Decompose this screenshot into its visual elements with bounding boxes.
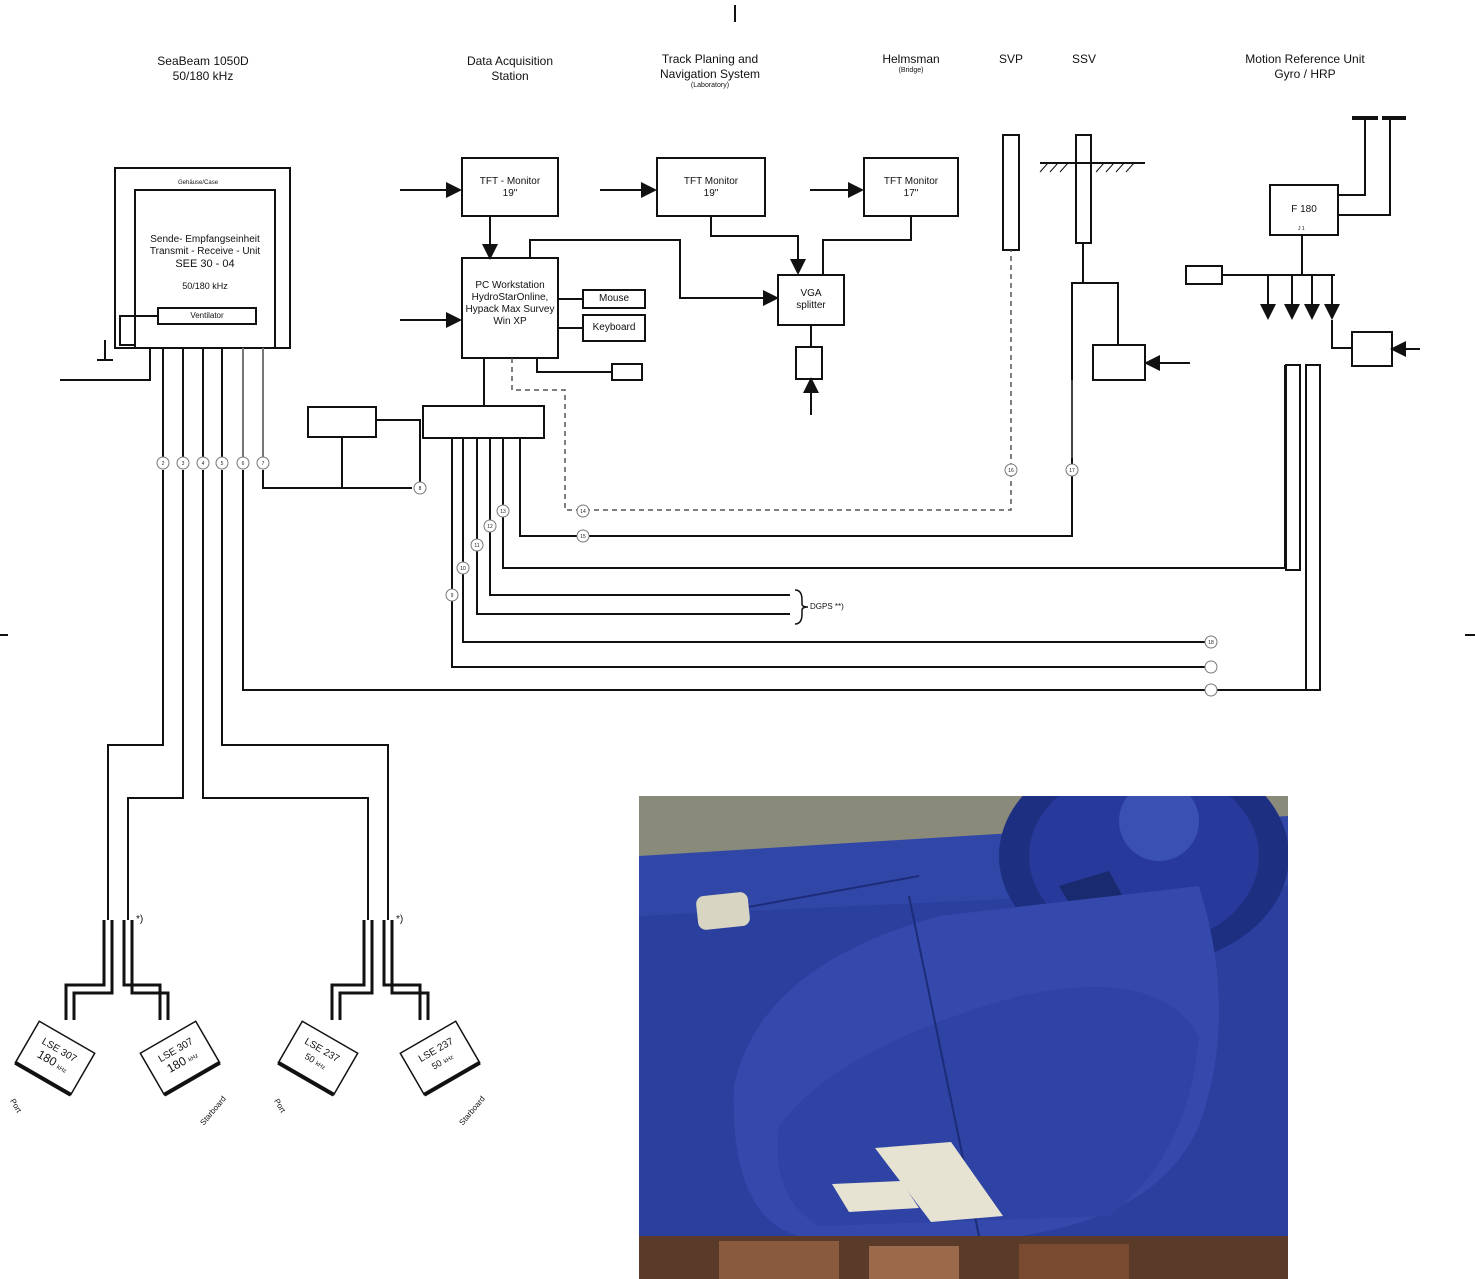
photo-image <box>639 796 1288 1279</box>
node: 10 <box>457 562 469 574</box>
node: 16 <box>1005 464 1017 476</box>
node: 2 <box>157 457 169 469</box>
svg-text:3: 3 <box>182 461 185 467</box>
svg-text:14: 14 <box>580 509 586 515</box>
svg-text:6: 6 <box>242 461 245 467</box>
node: 14 <box>577 505 589 517</box>
keyboard-label: Keyboard <box>583 322 645 334</box>
node: 12 <box>484 520 496 532</box>
svg-text:5: 5 <box>221 461 224 467</box>
node: 9 <box>446 589 458 601</box>
svg-text:15: 15 <box>580 534 586 540</box>
svg-text:8: 8 <box>419 486 422 492</box>
note-mark: *) <box>136 914 143 926</box>
mouse-label: Mouse <box>583 293 645 305</box>
header-svp: SVP <box>999 52 1023 67</box>
node: 6 <box>237 457 249 469</box>
note-mark: *) <box>396 914 403 926</box>
hull-fairing-photo <box>639 796 1288 1279</box>
fan-label: Ventilator <box>158 310 256 322</box>
f180-label: F 180 <box>1270 204 1338 216</box>
node: 3 <box>177 457 189 469</box>
node: 7 <box>257 457 269 469</box>
dgps-label: DGPS **) <box>810 601 844 613</box>
header-helmsman: Helmsman (Bridge) <box>882 52 939 75</box>
node: 18 <box>1205 636 1217 648</box>
node: 5 <box>216 457 228 469</box>
svg-text:10: 10 <box>460 566 466 572</box>
node: 13 <box>497 505 509 517</box>
node: 11 <box>471 539 483 551</box>
svg-text:16: 16 <box>1008 468 1014 474</box>
node: 15 <box>577 530 589 542</box>
node <box>1205 684 1217 696</box>
svg-text:9: 9 <box>451 593 454 599</box>
node: 8 <box>414 482 426 494</box>
svg-text:11: 11 <box>474 543 479 549</box>
svg-text:17: 17 <box>1069 468 1075 474</box>
node: 4 <box>197 457 209 469</box>
svg-text:7: 7 <box>262 461 265 467</box>
case-title: Gehäuse/Case <box>178 180 218 186</box>
svg-text:4: 4 <box>202 461 205 467</box>
svg-text:18: 18 <box>1208 640 1214 646</box>
see-frequency: 50/180 kHz <box>135 280 275 292</box>
svg-text:12: 12 <box>487 524 493 530</box>
j1-label: J 1 <box>1298 226 1305 232</box>
svg-text:13: 13 <box>500 509 506 515</box>
node <box>1205 661 1217 673</box>
header-ssv: SSV <box>1072 52 1096 67</box>
node: 17 <box>1066 464 1078 476</box>
svg-text:2: 2 <box>162 461 165 467</box>
